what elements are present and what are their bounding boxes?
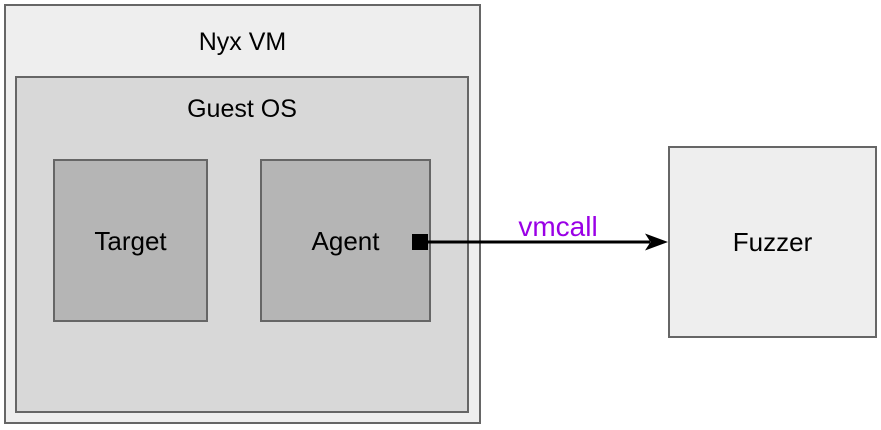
nyx-vm-box: Nyx VM Guest OS Target Agent — [4, 4, 481, 424]
agent-node: Agent — [260, 159, 431, 322]
guest-os-label: Guest OS — [187, 95, 297, 123]
target-node: Target — [53, 159, 208, 322]
fuzzer-label: Fuzzer — [732, 227, 813, 257]
agent-label: Agent — [311, 225, 380, 256]
nyx-vm-label: Nyx VM — [198, 28, 287, 56]
target-label: Target — [94, 225, 167, 256]
vmcall-arrowhead-icon — [645, 233, 668, 251]
guest-os-box: Guest OS Target Agent — [15, 76, 469, 413]
vmcall-label: vmcall — [518, 211, 598, 242]
fuzzer-node: Fuzzer — [668, 146, 877, 338]
